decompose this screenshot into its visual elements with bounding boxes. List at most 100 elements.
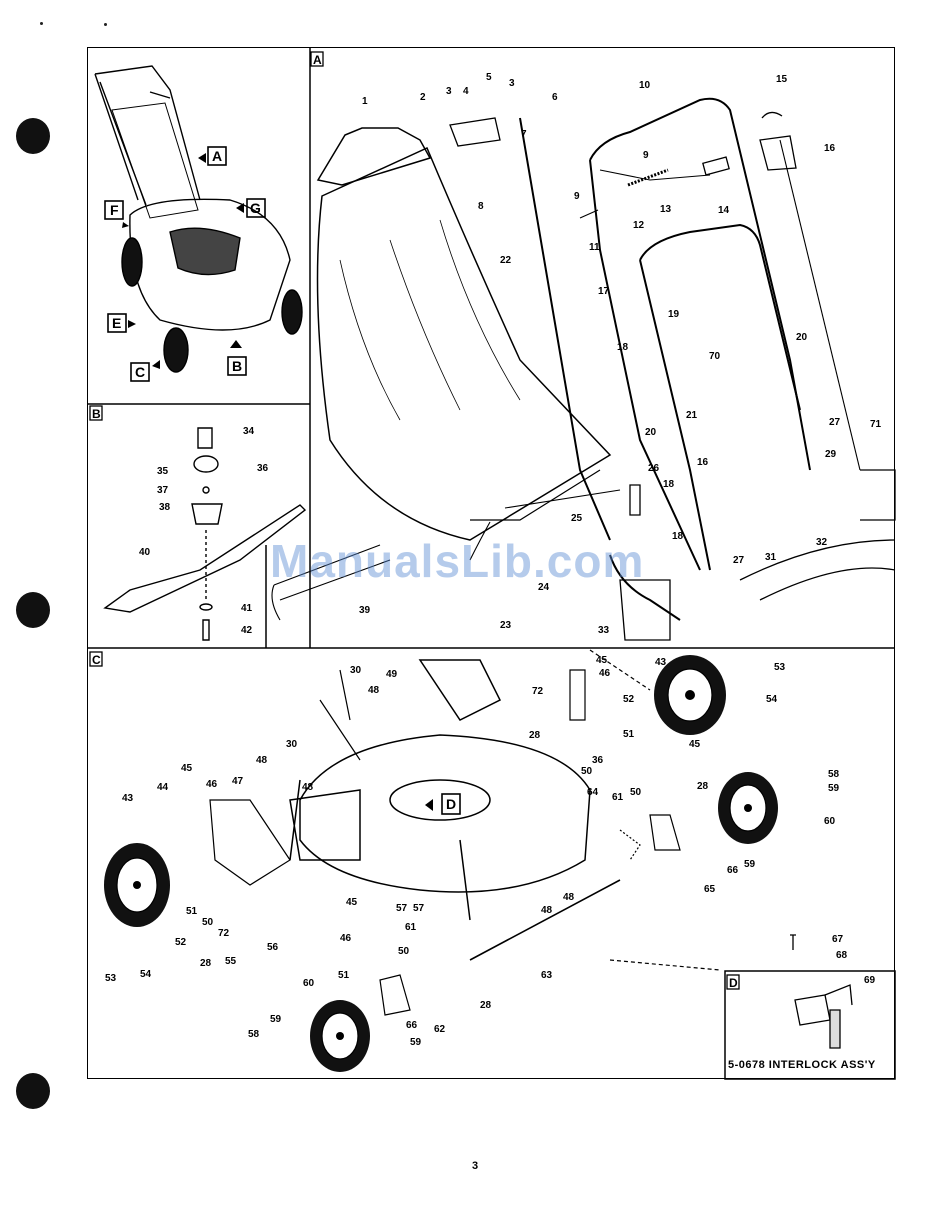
callout-number: 64: [587, 787, 599, 798]
callout-d-marker: D: [425, 793, 461, 815]
panel-letter-c: C: [89, 651, 103, 667]
callout-number: 48: [563, 892, 575, 903]
callout-number: 15: [776, 74, 788, 85]
svg-text:C: C: [135, 364, 145, 380]
height-adjuster-brackets: [209, 649, 721, 1016]
callout-number: 50: [398, 946, 410, 957]
front-wheel-right: [718, 772, 778, 844]
callout-number: 65: [704, 884, 716, 895]
callout-number: 27: [829, 417, 841, 428]
callout-number: 20: [796, 332, 808, 343]
callout-number: 26: [648, 463, 660, 474]
callout-number: 12: [633, 220, 645, 231]
callout-number: 49: [386, 669, 398, 680]
callout-number: 46: [599, 668, 611, 679]
callout-number: 43: [122, 793, 134, 804]
callout-number: 13: [660, 204, 672, 215]
mower-overview-sketch: [94, 65, 303, 373]
callout-number: 23: [500, 620, 512, 631]
callout-number: 59: [828, 783, 840, 794]
callout-number: 2: [420, 92, 426, 103]
callout-number: 36: [592, 755, 604, 766]
callout-number: 45: [596, 655, 608, 666]
callout-number: 66: [406, 1020, 418, 1031]
overview-label-b: B: [227, 340, 247, 376]
callout-number: 50: [581, 766, 593, 777]
svg-text:D: D: [729, 976, 738, 990]
callout-number: 18: [663, 479, 675, 490]
callout-number: 28: [529, 730, 541, 741]
callout-number: 60: [303, 978, 315, 989]
callout-number: 37: [157, 485, 169, 496]
callout-number: 28: [200, 958, 212, 969]
callout-number: 4: [463, 86, 469, 97]
svg-text:G: G: [250, 200, 261, 216]
callout-number: 54: [766, 694, 778, 705]
diagram-frame: [87, 47, 895, 1079]
callout-number: 61: [612, 792, 624, 803]
callout-number: 30: [286, 739, 298, 750]
callout-number: 57: [413, 903, 425, 914]
callout-number: 51: [338, 970, 350, 981]
blade-assembly: [103, 427, 307, 641]
callout-number: 48: [541, 905, 553, 916]
front-wheel-left: [310, 1000, 370, 1072]
callout-number: 52: [175, 937, 187, 948]
callout-number: 47: [232, 776, 244, 787]
callout-number: 61: [405, 922, 417, 933]
panel-letter-d: D: [726, 974, 740, 990]
overview-label-e: E: [107, 313, 136, 333]
callout-number: 59: [410, 1037, 422, 1048]
callout-number: 52: [623, 694, 635, 705]
binder-hole: [16, 118, 50, 154]
binder-hole: [16, 1073, 50, 1109]
callout-number: 48: [256, 755, 268, 766]
callout-number: 9: [643, 150, 649, 161]
panel-dividers: [87, 47, 896, 1080]
callout-number: 28: [480, 1000, 492, 1011]
callout-number: 55: [225, 956, 237, 967]
callout-number: 39: [359, 605, 371, 616]
callout-number: 28: [697, 781, 709, 792]
interlock-assembly: [790, 934, 853, 1049]
callout-number: 18: [672, 531, 684, 542]
callout-number: 59: [744, 859, 756, 870]
callout-number: 6: [552, 92, 558, 103]
scan-speck: [104, 23, 107, 26]
callout-number: 46: [340, 933, 352, 944]
callout-number: 17: [598, 286, 610, 297]
svg-text:A: A: [212, 148, 222, 164]
callout-number: 70: [709, 351, 721, 362]
overview-label-a: A: [198, 146, 227, 166]
callout-number: 63: [541, 970, 553, 981]
svg-text:E: E: [112, 315, 121, 331]
svg-text:B: B: [92, 407, 101, 421]
scan-speck: [40, 22, 43, 25]
svg-text:F: F: [110, 202, 119, 218]
callout-number: 3: [446, 86, 452, 97]
callout-number: 10: [639, 80, 651, 91]
callout-number: 42: [241, 625, 253, 636]
callout-number: 25: [571, 513, 583, 524]
callout-number: 48: [368, 685, 380, 696]
callout-number: 53: [774, 662, 786, 673]
callout-number: 3: [509, 78, 515, 89]
callout-number: 68: [836, 950, 848, 961]
callout-number: 7: [521, 129, 527, 140]
overview-label-f: F: [104, 200, 129, 228]
callout-number: 56: [267, 942, 279, 953]
panel-letter-a: A: [310, 51, 324, 67]
callout-number: 69: [864, 975, 876, 986]
callout-number: 71: [870, 419, 882, 430]
overview-label-c: C: [130, 360, 160, 382]
callout-number: 45: [181, 763, 193, 774]
callout-number: 60: [824, 816, 836, 827]
callout-number: 32: [816, 537, 828, 548]
overview-label-g: G: [236, 198, 266, 218]
callout-number: 41: [241, 603, 253, 614]
callout-number: 59: [270, 1014, 282, 1025]
callout-number: 50: [202, 917, 214, 928]
callout-number: 51: [186, 906, 198, 917]
callout-number: 58: [828, 769, 840, 780]
grass-bag-assembly: [316, 127, 621, 561]
